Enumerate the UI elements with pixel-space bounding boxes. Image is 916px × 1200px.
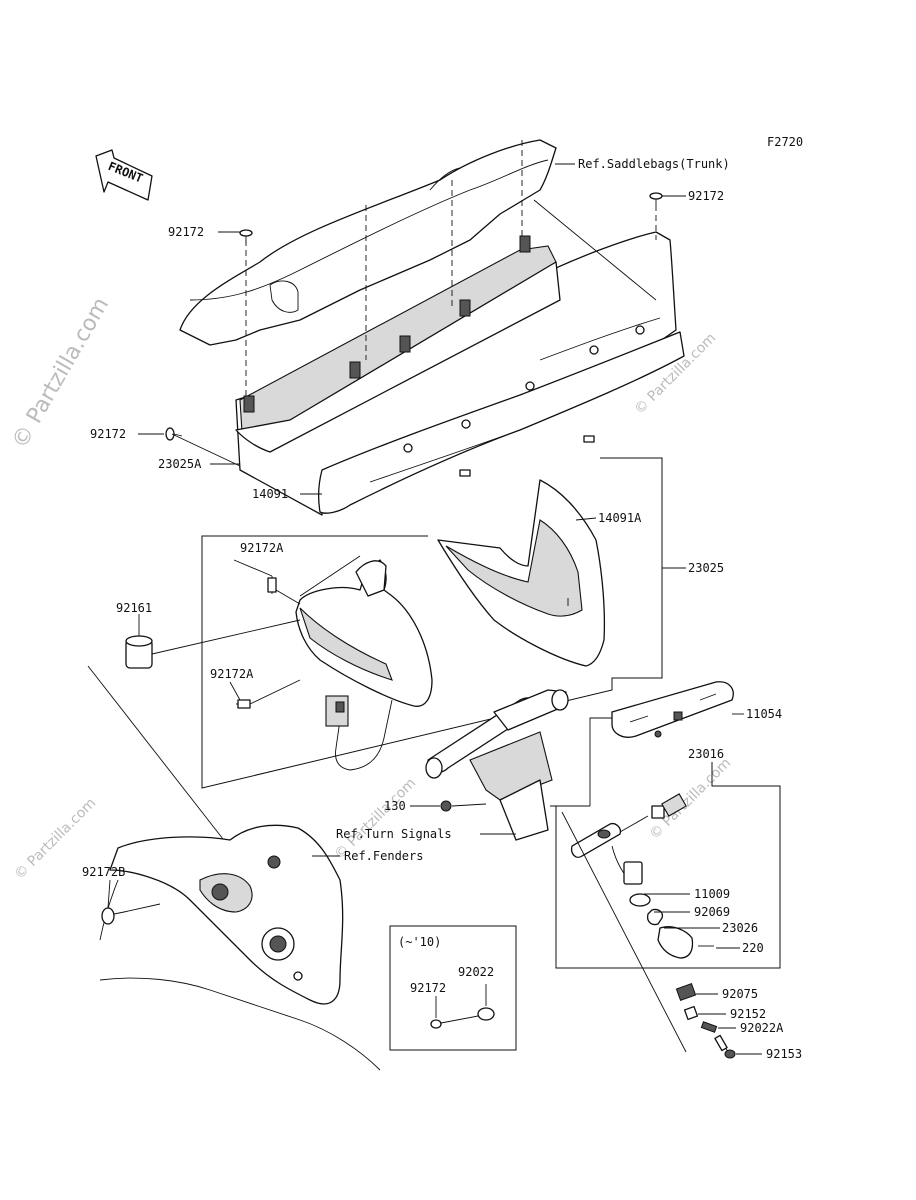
watermark-5: © Partzilla.com bbox=[647, 755, 735, 843]
upper-alignment-lines bbox=[245, 140, 657, 400]
saddlebag-trunk-ref bbox=[179, 139, 557, 346]
license-lamp bbox=[561, 793, 714, 1053]
label-23016: 23016 bbox=[688, 747, 724, 761]
washer-92152 bbox=[683, 1005, 726, 1021]
label-92172-tr: 92172 bbox=[688, 189, 724, 203]
label-92172A-bot: 92172A bbox=[210, 667, 254, 681]
label-130: 130 bbox=[384, 799, 406, 813]
bolt-92172B bbox=[101, 879, 161, 925]
label-14091: 14091 bbox=[252, 487, 288, 501]
cover-14091A bbox=[437, 479, 606, 667]
label-92022: 92022 bbox=[458, 965, 494, 979]
leader-grommet-fender bbox=[87, 665, 231, 849]
taillight-housing bbox=[295, 555, 433, 771]
bolt-92172-tr bbox=[649, 192, 663, 206]
label-92161: 92161 bbox=[116, 601, 152, 615]
inset-box bbox=[389, 925, 517, 1051]
label-92172-tl: 92172 bbox=[168, 225, 204, 239]
screw-92172A-top bbox=[267, 576, 301, 605]
label-11054: 11054 bbox=[746, 707, 782, 721]
group-23025-bracket bbox=[201, 457, 686, 789]
label-92172-l: 92172 bbox=[90, 427, 126, 441]
bolt-92172-l bbox=[165, 427, 183, 441]
label-92022A: 92022A bbox=[740, 1021, 784, 1035]
upper-leaders bbox=[138, 163, 686, 495]
label-23025: 23025 bbox=[688, 561, 724, 575]
front-arrow-icon: FRONT bbox=[95, 149, 153, 201]
nut-92075 bbox=[675, 982, 718, 1002]
plate-11054 bbox=[550, 681, 744, 807]
license-bracket bbox=[425, 689, 569, 841]
label-14091A: 14091A bbox=[598, 511, 642, 525]
label-92172A-top: 92172A bbox=[240, 541, 284, 555]
label-23025A: 23025A bbox=[158, 457, 202, 471]
bolt-92153 bbox=[714, 1034, 762, 1059]
label-92075: 92075 bbox=[722, 987, 758, 1001]
leader-92172A-bot bbox=[229, 681, 241, 701]
label-saddlebags-ref: Ref.Saddlebags(Trunk) bbox=[578, 157, 730, 171]
screw-92172A-bot bbox=[236, 679, 301, 709]
label-fenders-ref: Ref.Fenders bbox=[344, 849, 423, 863]
label-23026: 23026 bbox=[722, 921, 758, 935]
label-92153: 92153 bbox=[766, 1047, 802, 1061]
group-23016-bracket bbox=[555, 762, 781, 969]
figure-code: F2720 bbox=[767, 135, 803, 149]
fender-ref bbox=[99, 824, 381, 1071]
label-92152: 92152 bbox=[730, 1007, 766, 1021]
label-92172-inset: 92172 bbox=[410, 981, 446, 995]
taillight-23025A bbox=[235, 235, 561, 453]
grommet-92161 bbox=[125, 614, 301, 669]
label-92172B: 92172B bbox=[82, 865, 125, 879]
label-92069: 92069 bbox=[694, 905, 730, 919]
label-220: 220 bbox=[742, 941, 764, 955]
bolt-92172-tl bbox=[239, 229, 253, 244]
label-inset-year: (~'10) bbox=[398, 935, 441, 949]
label-11009: 11009 bbox=[694, 887, 730, 901]
spacer-92022A bbox=[700, 1021, 736, 1033]
label-turn-signals-ref: Ref.Turn Signals bbox=[336, 827, 452, 841]
tail-cover-14091 bbox=[235, 231, 685, 516]
leader-92172A-top bbox=[233, 559, 273, 577]
